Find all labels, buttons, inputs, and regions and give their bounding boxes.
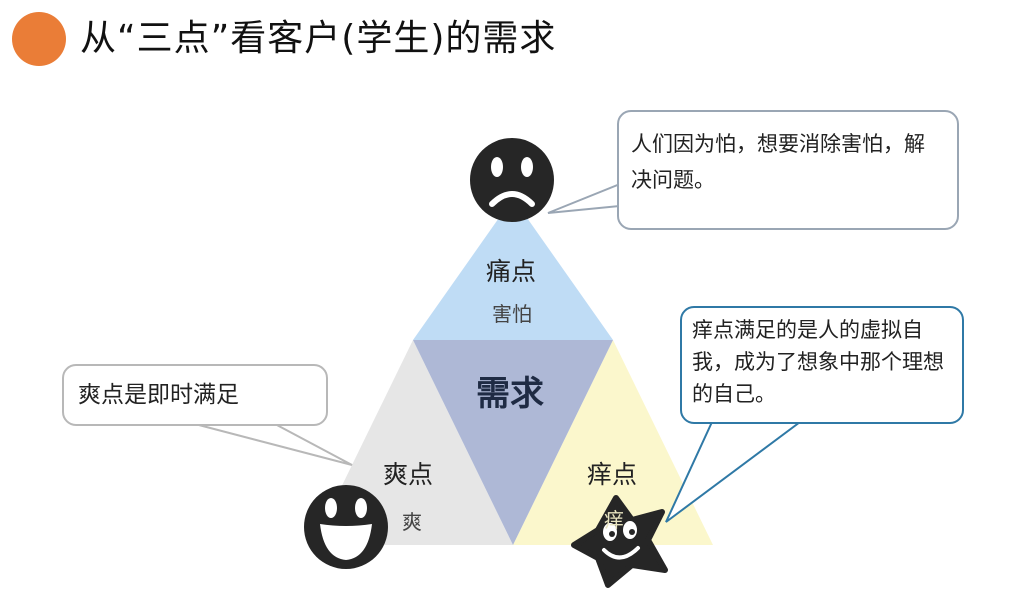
center-need-triangle — [413, 340, 613, 545]
star-face-icon — [571, 495, 668, 588]
pain-point-sub: 害怕 — [492, 302, 532, 326]
page-title: 从“三点”看客户(学生)的需求 — [80, 18, 557, 59]
itch-point-label: 痒点 — [587, 460, 638, 489]
itch-bubble-tail — [665, 421, 804, 523]
pain-point-label: 痛点 — [486, 257, 537, 286]
cool-bubble-tail — [194, 423, 353, 466]
sad-face-icon — [470, 138, 554, 222]
center-need-label: 需求 — [476, 374, 544, 414]
itch-point-sub: 痒 — [604, 508, 624, 532]
pain-point-callout: 人们因为怕，想要消除害怕，解决问题。 — [617, 110, 959, 230]
itch-point-triangle — [513, 340, 713, 545]
title-bullet-icon — [12, 12, 66, 66]
cool-point-callout: 爽点是即时满足 — [62, 364, 328, 426]
happy-face-icon — [304, 485, 388, 569]
cool-point-sub: 爽 — [402, 510, 422, 534]
itch-point-callout: 痒点满足的是人的虚拟自我，成为了想象中那个理想的自己。 — [680, 306, 964, 424]
pain-point-triangle — [413, 198, 613, 340]
cool-point-label: 爽点 — [383, 460, 434, 489]
